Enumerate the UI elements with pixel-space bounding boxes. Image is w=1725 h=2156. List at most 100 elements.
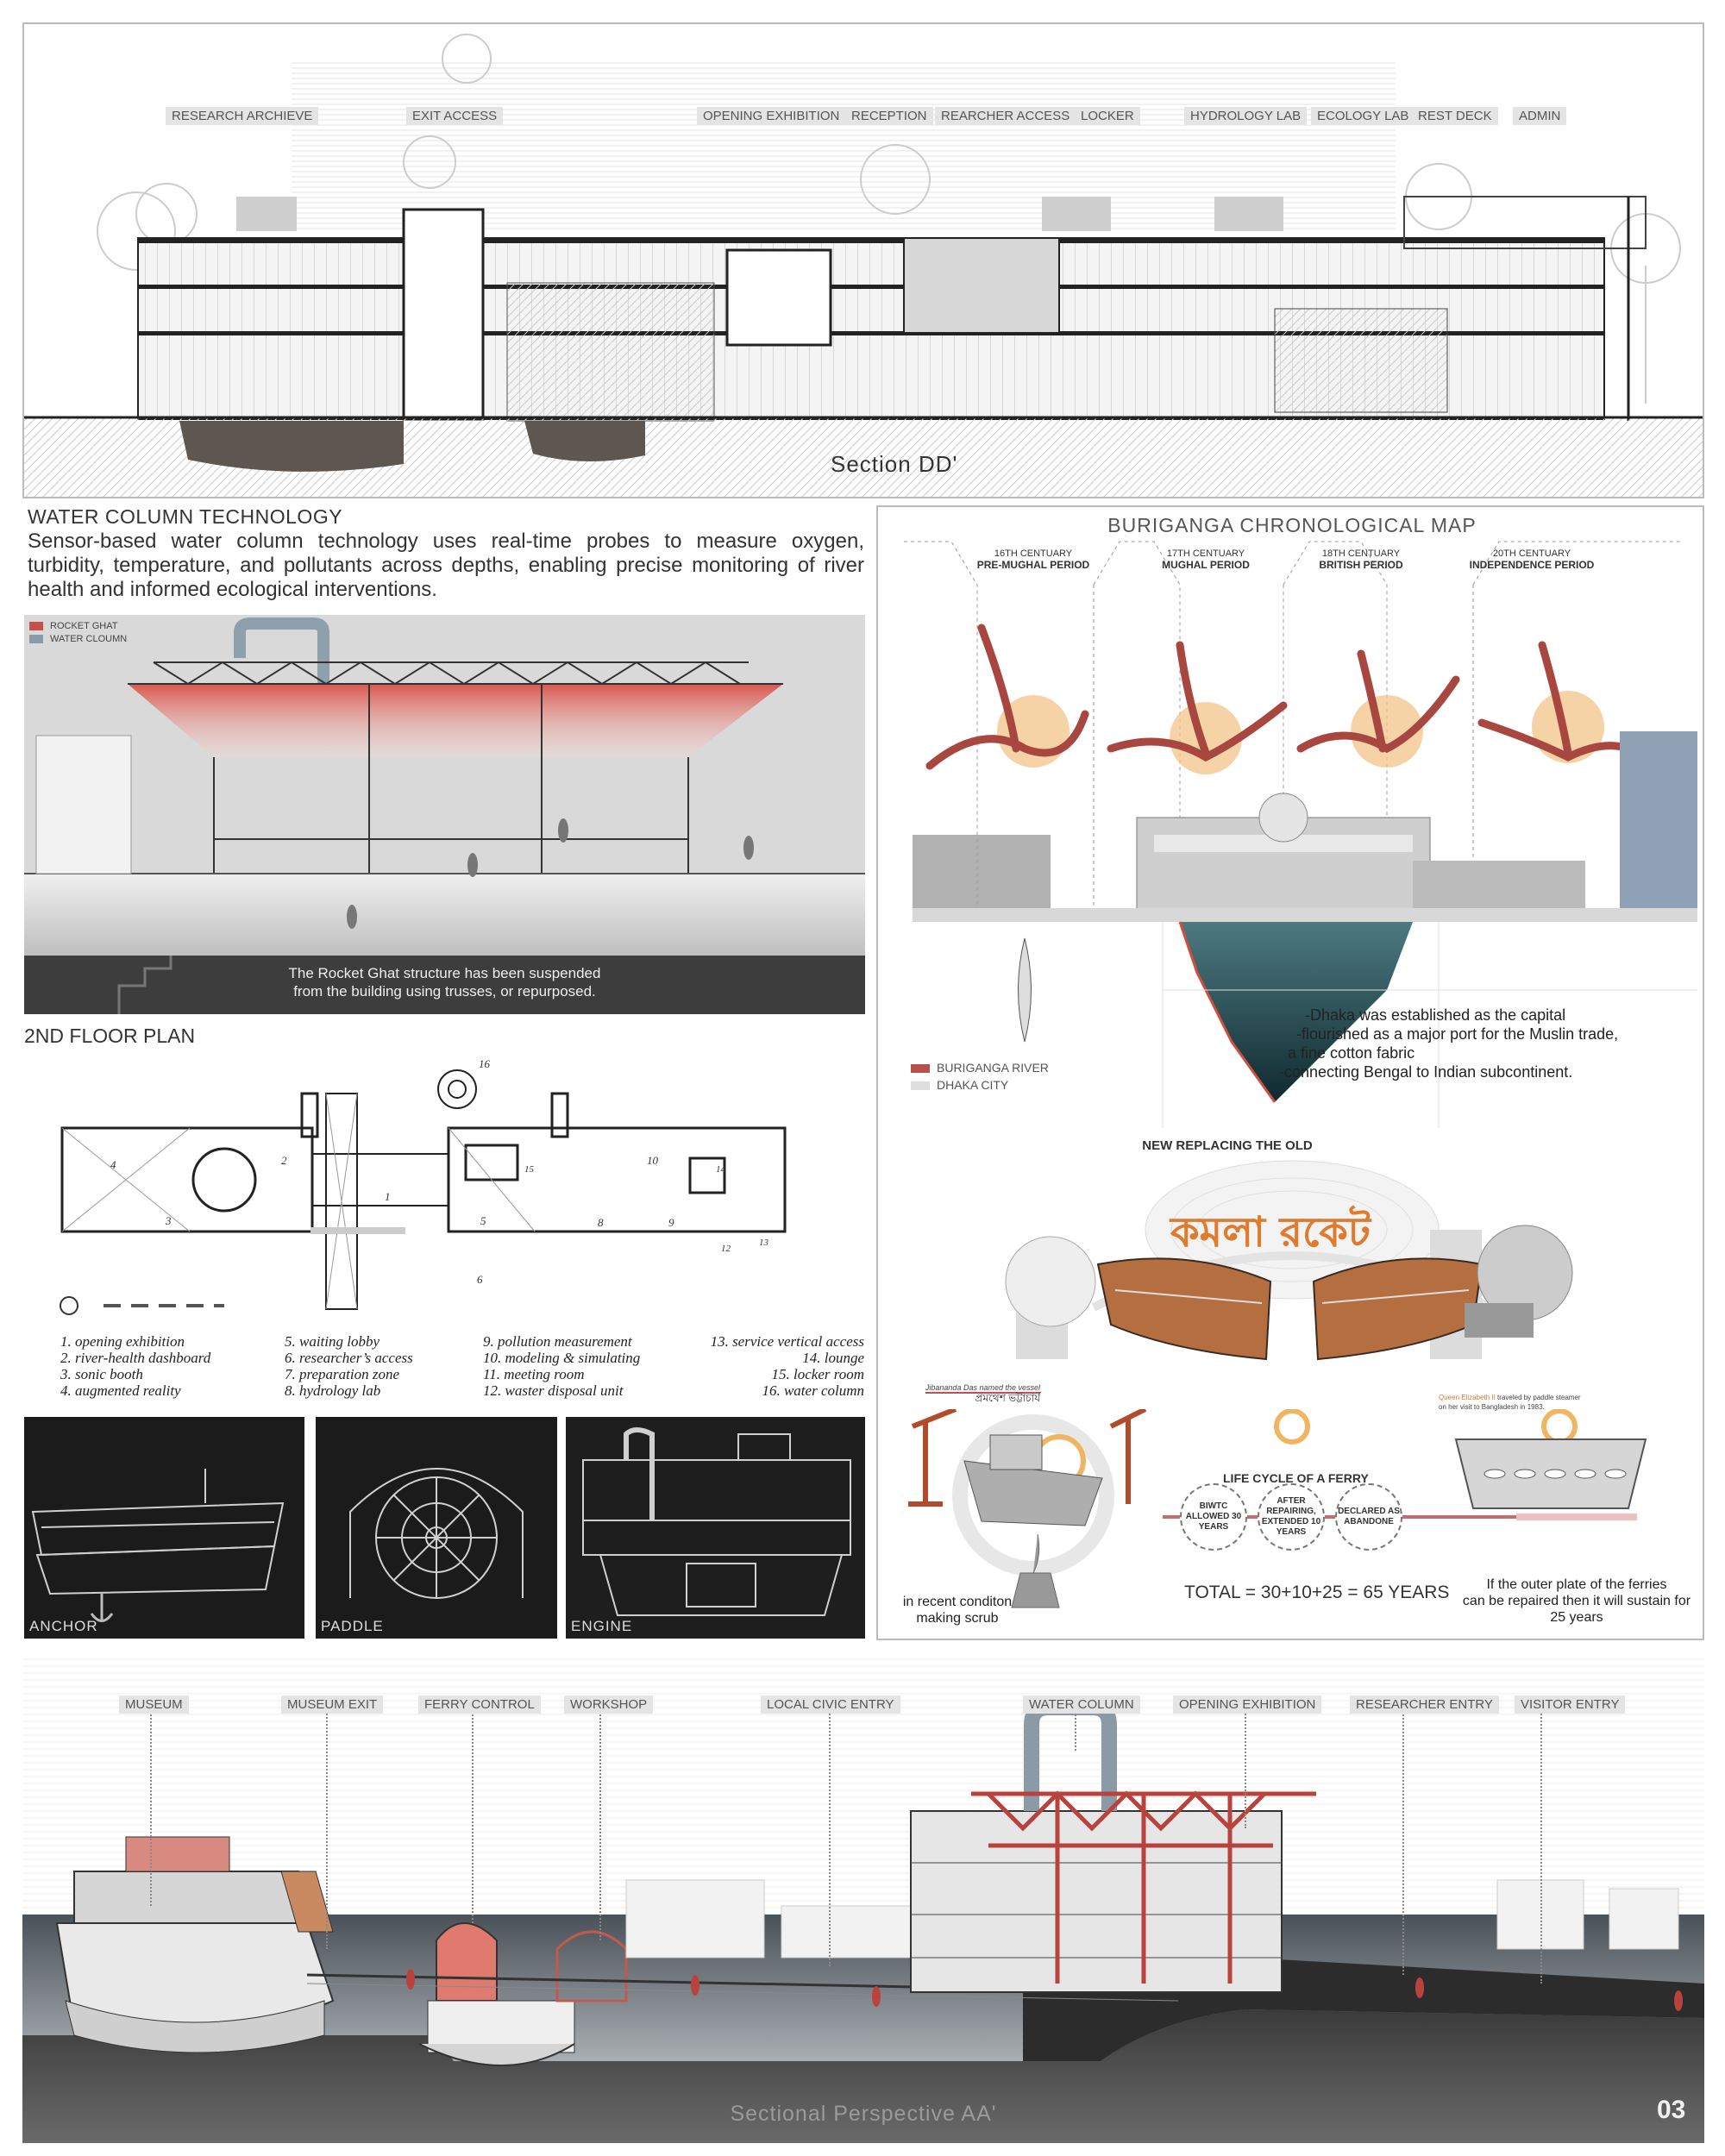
paddle-wheel-sketch — [349, 1468, 524, 1599]
floor-plan-drawing — [60, 1069, 787, 1315]
history-line: -flourished as a major port for the Musl… — [1296, 1025, 1619, 1043]
section-dd-drawing — [24, 34, 1703, 497]
compass-icon — [442, 34, 492, 84]
legend-item: 13. service vertical access — [710, 1333, 864, 1350]
photo-label-engine: ENGINE — [571, 1618, 633, 1634]
room-14-number: 14 — [716, 1164, 725, 1175]
tag-reception: RECEPTION — [845, 107, 933, 125]
era-period: PRE-MUGHAL PERIOD — [976, 559, 1090, 571]
scrub-note-line: making scrub — [916, 1611, 999, 1626]
leader-ferry-control — [472, 1708, 474, 1923]
legend-swatch-grey — [29, 635, 43, 644]
tag-water-column: WATER COLUMN — [1023, 1695, 1140, 1714]
room-15-number: 15 — [524, 1164, 534, 1175]
floor-plan-legend-col-3: 9. pollution measurement 10. modeling & … — [483, 1333, 640, 1399]
rocket-ghat-render: ROCKET GHAT WATER CLOUMN The Rocket Ghat… — [24, 615, 865, 1014]
bengali-title: কমলা রকেট — [1170, 1208, 1371, 1257]
room-10-number: 10 — [647, 1154, 658, 1167]
buriganga-timeline-drawing — [904, 541, 1697, 1128]
tag-visitor-entry: VISITOR ENTRY — [1515, 1695, 1626, 1714]
legend-label: ROCKET GHAT — [50, 621, 118, 631]
legend-item: 6. researcher’s access — [285, 1350, 413, 1366]
history-line: -connecting Bengal to Indian subcontinen… — [1279, 1063, 1573, 1081]
tag-researcher-entry: RESEARCHER ENTRY — [1350, 1695, 1499, 1714]
legend-river: BURIGANGA RIVER — [911, 1059, 1049, 1076]
history-line: a fine cotton fabric — [1288, 1044, 1415, 1062]
floor-plan-legend-col-1: 1. opening exhibition 2. river-health da… — [60, 1333, 210, 1399]
queen-caption: Queen Elizabeth II traveled by paddle st… — [1439, 1393, 1646, 1412]
tag-rearcher-access: REARCHER ACCESS — [935, 107, 1076, 125]
water-column-heading: WATER COLUMN TECHNOLOGY — [28, 505, 343, 528]
room-2-number: 2 — [281, 1154, 287, 1167]
history-line: -Dhaka was established as the capital — [1305, 1006, 1566, 1024]
legend-item: 3. sonic booth — [60, 1366, 143, 1382]
section-dd-panel: RESEARCH ARCHIEVE EXIT ACCESS OPENING EX… — [22, 22, 1704, 498]
room-16-number: 16 — [479, 1057, 490, 1070]
tag-admin: ADMIN — [1513, 107, 1567, 125]
era-century: 17TH CENTUARY — [1166, 548, 1245, 559]
era-period: BRITISH PERIOD — [1319, 559, 1403, 571]
queen-name: Queen Elizabeth II — [1439, 1394, 1496, 1401]
legend-rocket-ghat: ROCKET GHAT — [29, 620, 127, 633]
anchor-ferry-sketch — [31, 1469, 285, 1622]
tag-ferry-control: FERRY CONTROL — [418, 1695, 541, 1714]
legend-water-column: WATER CLOUMN — [29, 633, 127, 646]
history-notes: -Dhaka was established as the capital -f… — [1279, 1006, 1618, 1081]
photo-paddle: PADDLE — [316, 1417, 557, 1639]
tag-local-civic-entry: LOCAL CIVIC ENTRY — [761, 1695, 900, 1714]
tag-opening-exhibition: OPENING EXHIBITION — [697, 107, 846, 125]
legend-label: BURIGANGA RIVER — [937, 1061, 1049, 1075]
leader-museum — [150, 1708, 152, 1906]
anchor-icon — [90, 1594, 114, 1622]
tag-opening-exhibition: OPENING EXHIBITION — [1173, 1695, 1322, 1714]
legend-item: 5. waiting lobby — [285, 1333, 380, 1350]
legend-item: 15. locker room — [771, 1366, 865, 1382]
leader-workshop — [599, 1708, 601, 1940]
era-period: INDEPENDENCE PERIOD — [1469, 559, 1595, 571]
legend-item: 4. augmented reality — [60, 1382, 181, 1399]
legend-item: 9. pollution measurement — [483, 1333, 632, 1350]
section-aa-title: Sectional Perspective AA' — [730, 2102, 997, 2126]
north-arrow-icon — [60, 1296, 78, 1315]
era-period: MUGHAL PERIOD — [1162, 559, 1250, 571]
legend-city: DHAKA CITY — [911, 1076, 1049, 1094]
legend-item: 14. lounge — [802, 1350, 864, 1366]
era-century: 18TH CENTUARY — [1321, 548, 1401, 559]
tag-hydrology-lab: HYDROLOGY LAB — [1184, 107, 1308, 125]
step-abandoned: DECLARED AS ABANDONE — [1335, 1483, 1402, 1551]
life-cycle-title: LIFE CYCLE OF A FERRY — [1223, 1471, 1369, 1485]
repair-note-line: If the outer plate of the ferries — [1486, 1577, 1667, 1592]
floor-plan: 1 2 3 4 5 6 8 9 10 12 13 14 15 16 — [52, 1033, 862, 1318]
floor-plan-legend-col-4: 13. service vertical access 14. lounge 1… — [700, 1333, 864, 1399]
leader-local-civic-entry — [829, 1708, 831, 1966]
jibananda-caption: Jibananda Das named the vessel প্রমথেশ ভ… — [902, 1382, 1040, 1403]
room-8-number: 8 — [598, 1216, 604, 1229]
jibananda-caption-text: Jibananda Das named the vessel — [925, 1383, 1040, 1394]
room-1-number: 1 — [385, 1190, 391, 1203]
repair-note-line: 25 years — [1550, 1610, 1603, 1625]
step-repairing: AFTER REPAIRING, EXTENDED 10 YEARS — [1258, 1483, 1325, 1551]
portrait-jibananda — [1005, 1236, 1096, 1327]
rocket-ghat-caption: The Rocket Ghat structure has been suspe… — [24, 964, 865, 1000]
buriganga-panel: BURIGANGA CHRONOLOGICAL MAP — [876, 505, 1704, 1640]
photo-anchor: ANCHOR — [24, 1417, 304, 1639]
jibananda-bengali-name: প্রমথেশ ভট্টাচার্য — [975, 1392, 1040, 1404]
section-aa-panel: MUSEUM MUSEUM EXIT FERRY CONTROL WORKSHO… — [22, 1656, 1704, 2143]
era-century: 20TH CENTUARY — [1492, 548, 1571, 559]
engine-sketch — [582, 1427, 851, 1616]
floor-plan-heading: 2ND FLOOR PLAN — [24, 1025, 196, 1047]
step-biwtc: BIWTC ALLOWED 30 YEARS — [1180, 1483, 1247, 1551]
room-6-number: 6 — [477, 1273, 483, 1286]
leader-researcher-entry — [1402, 1708, 1404, 1975]
tag-workshop: WORKSHOP — [564, 1695, 654, 1714]
ferries-drawing — [1005, 1160, 1573, 1361]
tag-research-archieve: RESEARCH ARCHIEVE — [166, 107, 319, 125]
room-3-number: 3 — [166, 1214, 172, 1227]
photo-label-paddle: PADDLE — [321, 1618, 384, 1634]
repair-note-line: can be repaired then it will sustain for — [1462, 1594, 1691, 1608]
legend-item: 7. preparation zone — [285, 1366, 400, 1382]
room-4-number: 4 — [110, 1158, 116, 1171]
